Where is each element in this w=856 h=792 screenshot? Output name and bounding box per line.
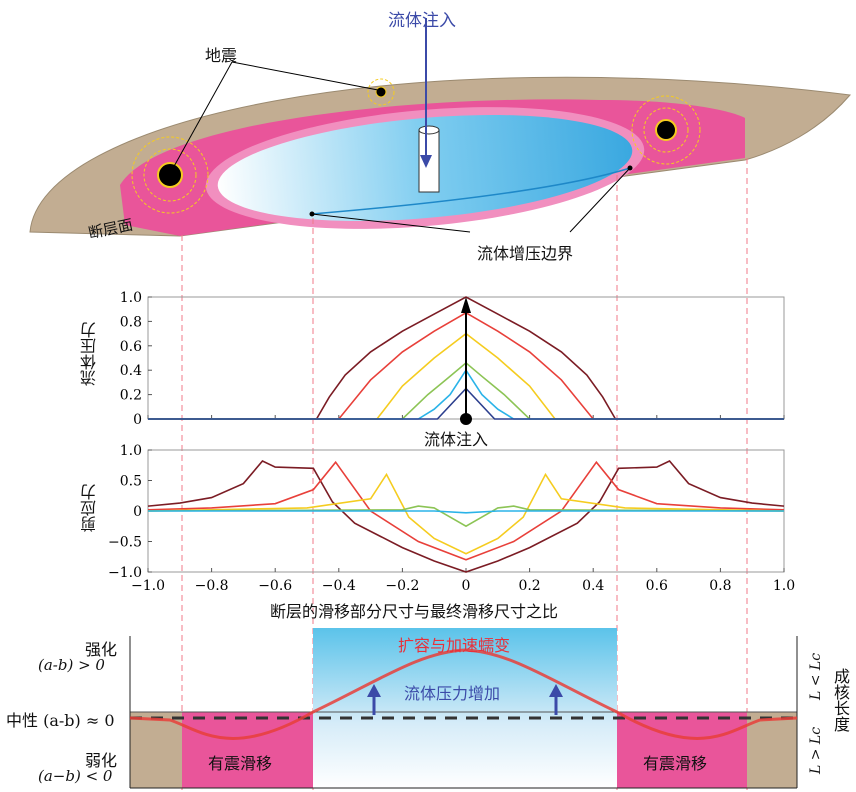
friction-panel xyxy=(129,628,798,789)
pressure-xlabel: 流体注入 xyxy=(424,430,489,449)
weakening-label: 弱化 xyxy=(85,751,118,770)
strengthening-label: 强化 xyxy=(85,640,118,659)
series-line-t4 xyxy=(147,472,785,555)
injection-label: 流体注入 xyxy=(388,11,456,31)
x-tick-label: −1.0 xyxy=(131,578,165,594)
earthquake-label: 地震 xyxy=(205,46,238,65)
boundary-label: 流体增压边界 xyxy=(477,244,574,263)
earthquake-small xyxy=(367,78,395,106)
nucleation-length-label: 成核长度 xyxy=(831,668,850,732)
fluid-boundary-front xyxy=(311,167,631,215)
earthquake-right xyxy=(631,95,701,165)
y-tick-label: 0 xyxy=(133,504,142,520)
y-tick-label: −0.5 xyxy=(108,535,142,551)
neutral-label: 中性 (a-b) ≈ 0 xyxy=(6,711,115,730)
dilatancy-label: 扩容与加速蠕变 xyxy=(398,636,511,655)
x-tick-label: 0 xyxy=(462,578,471,594)
arrow-up-icon xyxy=(549,684,563,697)
shear-xlabel: 断层的滑移部分尺寸与最终滑移尺寸之比 xyxy=(270,602,559,621)
shear-ylabel: 剪应力 xyxy=(80,484,99,532)
arrow-up-icon xyxy=(367,684,381,697)
y-tick-label: −1.0 xyxy=(108,565,142,581)
x-tick-label: 0.6 xyxy=(646,578,668,594)
y-tick-label: 1.0 xyxy=(120,290,142,306)
y-tick-label: 0.2 xyxy=(120,388,142,404)
y-tick-label: 0 xyxy=(133,412,142,428)
series-line-t3 xyxy=(147,505,785,528)
x-tick-label: −0.2 xyxy=(385,578,419,594)
earthquake-left xyxy=(131,136,209,214)
y-tick-label: 1.0 xyxy=(120,443,142,459)
arrow-up-icon xyxy=(461,297,471,313)
x-tick-label: 1.0 xyxy=(773,578,795,594)
x-tick-label: 0.8 xyxy=(709,578,731,594)
x-tick-label: −0.4 xyxy=(322,578,356,594)
injection-arrow-icon xyxy=(420,155,432,168)
series-line-t5 xyxy=(147,460,785,561)
y-tick-label: 0.8 xyxy=(120,314,142,330)
x-tick-label: 0.2 xyxy=(518,578,540,594)
seismic-slip-right: 有震滑移 xyxy=(643,754,708,773)
series-line-t6 xyxy=(147,459,785,573)
friction-curve xyxy=(129,648,798,740)
fault-diagram xyxy=(29,18,851,237)
l-less-label: L < Lc xyxy=(808,652,824,700)
x-tick-label: 0.4 xyxy=(582,578,604,594)
y-tick-label: 0.4 xyxy=(120,363,142,379)
seismic-slip-left: 有震滑移 xyxy=(208,754,273,773)
series-line-t2 xyxy=(148,510,784,514)
weakening-condition: (a−b) < 0 xyxy=(38,767,113,785)
pressure-increase-label: 流体压力增加 xyxy=(404,684,501,703)
x-tick-label: −0.8 xyxy=(195,578,229,594)
x-tick-label: −0.6 xyxy=(258,578,292,594)
injection-point xyxy=(460,413,472,425)
strengthening-condition: (a-b) > 0 xyxy=(38,656,105,674)
y-tick-label: 0.5 xyxy=(120,474,142,490)
l-greater-label: L > Lc xyxy=(808,726,824,774)
pressure-ylabel: 流体压力 xyxy=(80,322,99,386)
y-tick-label: 0.6 xyxy=(120,339,142,355)
